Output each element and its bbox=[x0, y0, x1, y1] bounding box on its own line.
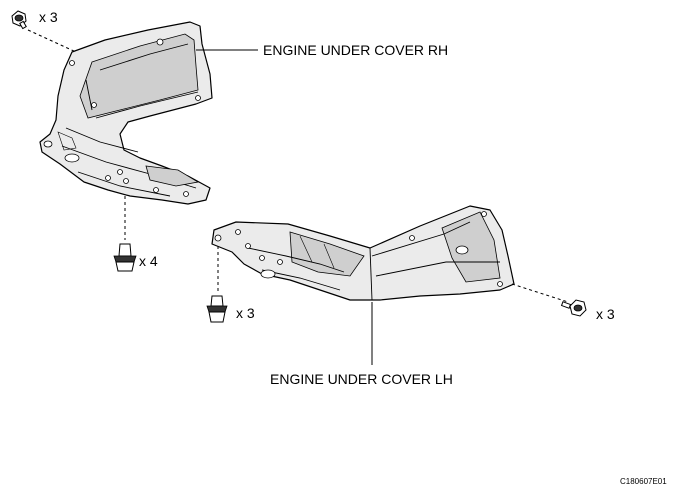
rh-cover-label: ENGINE UNDER COVER RH bbox=[263, 42, 448, 58]
qty-bolt-lh-right: x 3 bbox=[596, 306, 615, 322]
rh-top-bolt-dash bbox=[27, 29, 77, 53]
clip-lh-left bbox=[206, 295, 228, 323]
engine-under-cover-rh bbox=[39, 21, 213, 205]
figure-code: C180607E01 bbox=[620, 477, 667, 486]
flange-bolt-lh-right bbox=[560, 299, 587, 317]
flange-bolt-rh-top bbox=[11, 10, 27, 30]
qty-bolt-rh-top: x 3 bbox=[39, 9, 58, 25]
qty-clip-lh-left: x 3 bbox=[236, 305, 255, 321]
lh-cover-label: ENGINE UNDER COVER LH bbox=[270, 371, 453, 387]
lh-right-bolt-dash bbox=[511, 283, 569, 303]
clip-rh-bottom bbox=[113, 243, 137, 272]
engine-under-cover-lh bbox=[211, 205, 515, 301]
qty-clip-rh-bottom: x 4 bbox=[139, 253, 158, 269]
